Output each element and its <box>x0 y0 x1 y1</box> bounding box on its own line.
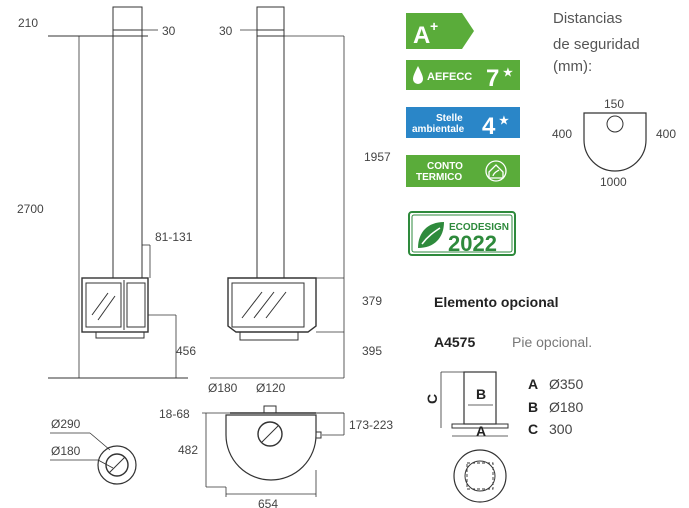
optional-row-a-key: A <box>528 376 538 392</box>
front-glass-left <box>85 282 122 328</box>
optional-foot-drawing <box>440 371 509 503</box>
side-body <box>227 277 317 333</box>
stelle-label-1: Stelle <box>436 113 463 124</box>
conto-bg <box>406 155 520 187</box>
safety-right: 400 <box>656 127 676 141</box>
side-glass <box>231 282 305 328</box>
optional-description: Pie opcional. <box>512 334 592 350</box>
foot-plate <box>451 423 509 429</box>
drop-icon <box>413 66 423 84</box>
stelle-star: ★ <box>499 115 509 127</box>
plan-flue-outer <box>257 421 283 447</box>
aefecc-bg <box>406 60 520 90</box>
energy-class-arrow <box>406 13 474 49</box>
dim-18-68: 18-68 <box>159 407 190 421</box>
optional-row-c-key: C <box>528 421 538 437</box>
foot-plan-outer <box>453 449 507 503</box>
dia-120-plan: Ø120 <box>256 381 286 395</box>
stelle-value: 4 <box>482 113 496 140</box>
aefecc-label: AEFECC <box>427 71 472 83</box>
conto-label-1: CONTO <box>427 161 463 172</box>
dim-482: 482 <box>178 443 198 457</box>
side-flue-pipe <box>256 6 285 279</box>
dim-30-front: 30 <box>162 24 176 38</box>
ecodesign-year: 2022 <box>448 231 497 256</box>
dia-290-detail: Ø290 <box>51 417 81 431</box>
conto-label-2: TERMICO <box>416 172 462 183</box>
flue-outer-leader-d <box>89 432 111 451</box>
optional-code: A4575 <box>434 334 475 350</box>
side-glass-reflection-3 <box>265 291 287 319</box>
dim-2700: 2700 <box>17 202 44 216</box>
stelle-bg <box>406 107 520 138</box>
dim-81-131: 81-131 <box>155 230 193 244</box>
dim-395: 395 <box>362 344 382 358</box>
front-body <box>81 277 149 333</box>
energy-class-plus: + <box>430 18 438 34</box>
safety-shape <box>583 112 647 172</box>
stelle-badge: Stelle ambientale 4 ★ <box>406 107 520 140</box>
plan-body-outline <box>225 414 317 481</box>
side-base-plate <box>239 331 299 341</box>
optional-title: Elemento opcional <box>434 294 558 310</box>
plan-side-knob <box>315 431 322 439</box>
front-glass-reflection-1 <box>91 292 109 316</box>
optional-row-a-value: Ø350 <box>549 376 583 392</box>
ecodesign-frame <box>408 211 516 256</box>
front-glass-reflection-2 <box>97 295 116 321</box>
optional-row-c-value: 300 <box>549 421 573 437</box>
house-leaf-icon <box>485 160 507 182</box>
safety-top: 150 <box>604 97 624 111</box>
dim-1957: 1957 <box>364 150 391 164</box>
foot-dim-a-label: A <box>476 423 486 439</box>
conto-termico-badge: CONTO TERMICO <box>406 155 520 187</box>
energy-class-letter: A <box>413 22 430 49</box>
flue-detail-hatch <box>108 456 126 474</box>
foot-dim-c-label: C <box>424 394 440 404</box>
safety-title-2: de seguridad <box>553 36 640 53</box>
flue-detail-inner <box>105 453 129 477</box>
stelle-label-2: ambientale <box>412 124 465 135</box>
ecodesign-label: ECODESIGN <box>449 222 509 233</box>
front-glass-right <box>126 282 146 328</box>
dia-180-plan: Ø180 <box>208 381 238 395</box>
flue-detail <box>50 432 137 485</box>
dim-456: 456 <box>176 344 196 358</box>
flue-inner-leader-d <box>97 459 114 469</box>
safety-front: 1000 <box>600 175 627 189</box>
safety-flue-circle <box>606 115 624 133</box>
optional-row-b-value: Ø180 <box>549 399 583 415</box>
side-glass-reflection-2 <box>253 291 275 319</box>
flue-detail-outer <box>97 445 137 485</box>
safety-title-3: (mm): <box>553 58 592 75</box>
dim-30-side: 30 <box>219 24 233 38</box>
energy-class-badge: A + <box>406 13 474 49</box>
safety-title-1: Distancias <box>553 10 622 27</box>
front-view <box>48 6 188 379</box>
dim-379: 379 <box>362 294 382 308</box>
safety-diagram <box>583 112 647 172</box>
dim-654: 654 <box>258 497 278 508</box>
side-view <box>210 6 345 379</box>
aefecc-star: ★ <box>503 67 513 79</box>
ecodesign-inner-frame <box>411 214 513 253</box>
dia-180-detail: Ø180 <box>51 444 81 458</box>
dim-173-223: 173-223 <box>349 418 393 432</box>
ecodesign-badge: ECODESIGN 2022 <box>408 211 516 256</box>
front-flue-pipe <box>112 6 143 279</box>
front-base-plate <box>95 331 145 339</box>
foot-plan-inner <box>464 460 496 492</box>
foot-dim-b-label: B <box>476 386 486 402</box>
dim-210: 210 <box>18 16 38 30</box>
foot-plan-square <box>466 462 494 490</box>
optional-row-b-key: B <box>528 399 538 415</box>
plan-flue-collar <box>263 405 277 414</box>
side-glass-reflection-1 <box>241 291 263 319</box>
plan-view <box>202 405 345 497</box>
aefecc-value: 7 <box>486 65 499 92</box>
plan-flue-hatch <box>261 425 279 443</box>
safety-left: 400 <box>552 127 572 141</box>
aefecc-badge: AEFECC 7 ★ <box>406 60 520 92</box>
